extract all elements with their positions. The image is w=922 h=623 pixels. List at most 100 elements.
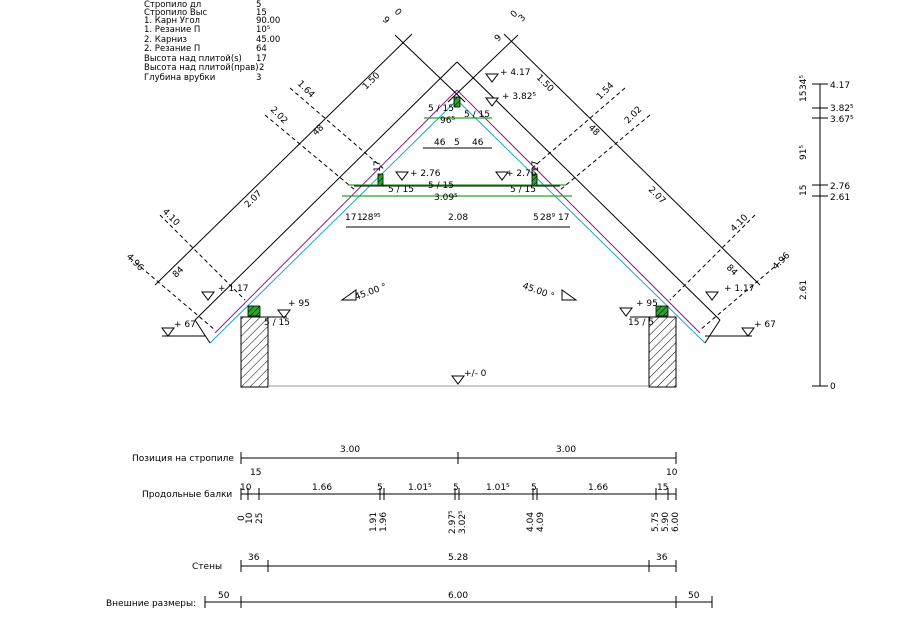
dim-label: 48: [311, 123, 326, 138]
scale-dim: 15: [799, 91, 809, 102]
dim-label: 0: [237, 515, 247, 521]
dim-label: 5: [377, 483, 383, 493]
param-label: Глубина врубки: [144, 73, 215, 83]
param-label: 2. Карниз: [144, 35, 188, 45]
dim-label: 48: [586, 123, 601, 138]
dim-label: 9: [380, 15, 391, 26]
dim-label: 1: [357, 213, 363, 223]
dim-label: 1.54: [595, 81, 616, 102]
dim-label: 36: [248, 553, 260, 563]
inner-labels: 5 / 15 5 / 15 96⁵ 46 5 46 5 / 15 5 / 15 …: [264, 104, 654, 328]
dim-label: 36: [656, 553, 668, 563]
level-label: + 3.82⁵: [502, 92, 536, 102]
dim-label: 15: [657, 483, 668, 493]
dim-label: 28⁹: [540, 213, 555, 223]
dim-label: 46: [434, 138, 446, 148]
param-value: 5: [256, 0, 261, 10]
level-label: + 67: [174, 320, 196, 330]
dim-label: 3: [517, 13, 528, 24]
dim-label: 10: [240, 483, 252, 493]
dim-label: 5: [531, 483, 537, 493]
dim-label: 17: [531, 161, 541, 172]
row-label: Позиция на стропиле: [132, 454, 234, 464]
section-label: 5 / 15: [388, 185, 414, 195]
dim-label: 5.75: [651, 512, 661, 532]
dim-label: 1.64: [295, 79, 316, 100]
right-wall: [648, 316, 677, 388]
dim-label: 17: [373, 161, 383, 172]
scale-label: 2.61: [830, 193, 850, 203]
left-rafter-bottom: [209, 99, 458, 344]
level-label: + 1.17: [218, 284, 248, 294]
dim-label: 2.02: [623, 105, 644, 126]
param-label: 2. Резание П: [144, 44, 200, 54]
dim-label: 0: [392, 7, 403, 18]
dim-label: 1.66: [312, 483, 332, 493]
dim-label: 2.08: [448, 213, 468, 223]
dim-label: 1.50: [534, 73, 555, 94]
dim-label: 3.02⁵: [458, 510, 468, 534]
dim-label: 1.96: [379, 512, 389, 532]
dim-label: 1.01⁵: [408, 483, 432, 493]
position-row: Позиция на стропиле 3.00 3.00: [132, 445, 677, 464]
scale-label: 3.67⁵: [830, 115, 854, 125]
dim-label: 50: [218, 591, 230, 601]
purlins-row: Продольные балки 15 10 10 1.66 5 1.01⁵ 5…: [142, 468, 681, 534]
param-value: 3: [256, 73, 261, 83]
dim-label: 2.07: [243, 189, 264, 210]
dim-label: 25: [255, 513, 265, 524]
walls: [240, 316, 677, 388]
collar-beams: [247, 96, 669, 317]
row-label: Стены: [192, 562, 222, 572]
dim-label: 10: [245, 512, 255, 524]
param-value: 64: [256, 44, 267, 54]
angle-label: 45.00 °: [354, 282, 389, 303]
level-label: +/- 0: [464, 369, 487, 379]
dim-label: 15: [250, 468, 261, 478]
walls-row: Стены 36 5.28 36: [192, 553, 677, 572]
dim-label: 17: [558, 213, 569, 223]
level-label: + 2.76: [506, 169, 537, 179]
param-label: Стропило дл: [144, 0, 201, 10]
param-value: 10⁵: [256, 25, 270, 35]
rafters: [194, 34, 721, 344]
section-label: 5 / 15: [464, 110, 490, 120]
right-rafter-bottom: [456, 99, 706, 344]
level-label: + 95: [288, 299, 310, 309]
dim-label: 9: [493, 33, 504, 44]
rafter-dimension-lines: [129, 33, 786, 331]
section-label: 15 / 5: [628, 318, 654, 328]
dim-label: 2.07: [646, 185, 667, 206]
dim-label: 28⁹⁵: [362, 213, 381, 223]
section-label: 5 / 15: [428, 181, 454, 191]
dim-label: 10: [666, 468, 678, 478]
scale-label: 2.76: [830, 182, 850, 192]
width-label: 3.09⁵: [434, 193, 458, 203]
section-label: 5 / 15: [264, 318, 290, 328]
vertical-scale: 4.17 3.82⁵ 3.67⁵ 2.76 2.61 0 15 34⁵ 91⁵ …: [799, 75, 854, 392]
dim-label: 3.00: [340, 445, 360, 455]
width-label: 96⁵: [440, 116, 455, 126]
param-label: Высота над плитой(s): [144, 54, 242, 64]
level-label: + 95: [636, 299, 658, 309]
scale-label: 4.17: [830, 81, 850, 91]
dim-label: 2.02: [268, 105, 289, 126]
level-label: + 67: [754, 320, 776, 330]
parameter-table: Стропило дл 5 Стропило Выс 15 1. Карн Уг…: [144, 0, 280, 83]
angle-label: 45.00 °: [521, 281, 556, 302]
dim-label: 2.97⁵: [448, 510, 458, 534]
left-wall: [240, 316, 269, 388]
scale-dim: 34⁵: [799, 75, 809, 90]
param-value: 90.00: [256, 16, 280, 26]
left-rafter-top: [194, 61, 458, 321]
param-value: 45.00: [256, 35, 280, 45]
section-label: 5 / 15: [510, 185, 536, 195]
param-label: Высота над плитой(прав): [144, 63, 259, 73]
dim-label: 1.50: [361, 71, 382, 92]
dim-label: 5.28: [448, 553, 468, 563]
param-label: Стропило Выс: [144, 8, 207, 18]
dim-label: 5.90: [661, 512, 671, 532]
outer-row: Внешние размеры: 50 6.00 50: [106, 591, 713, 609]
dim-label: 17: [345, 213, 356, 223]
